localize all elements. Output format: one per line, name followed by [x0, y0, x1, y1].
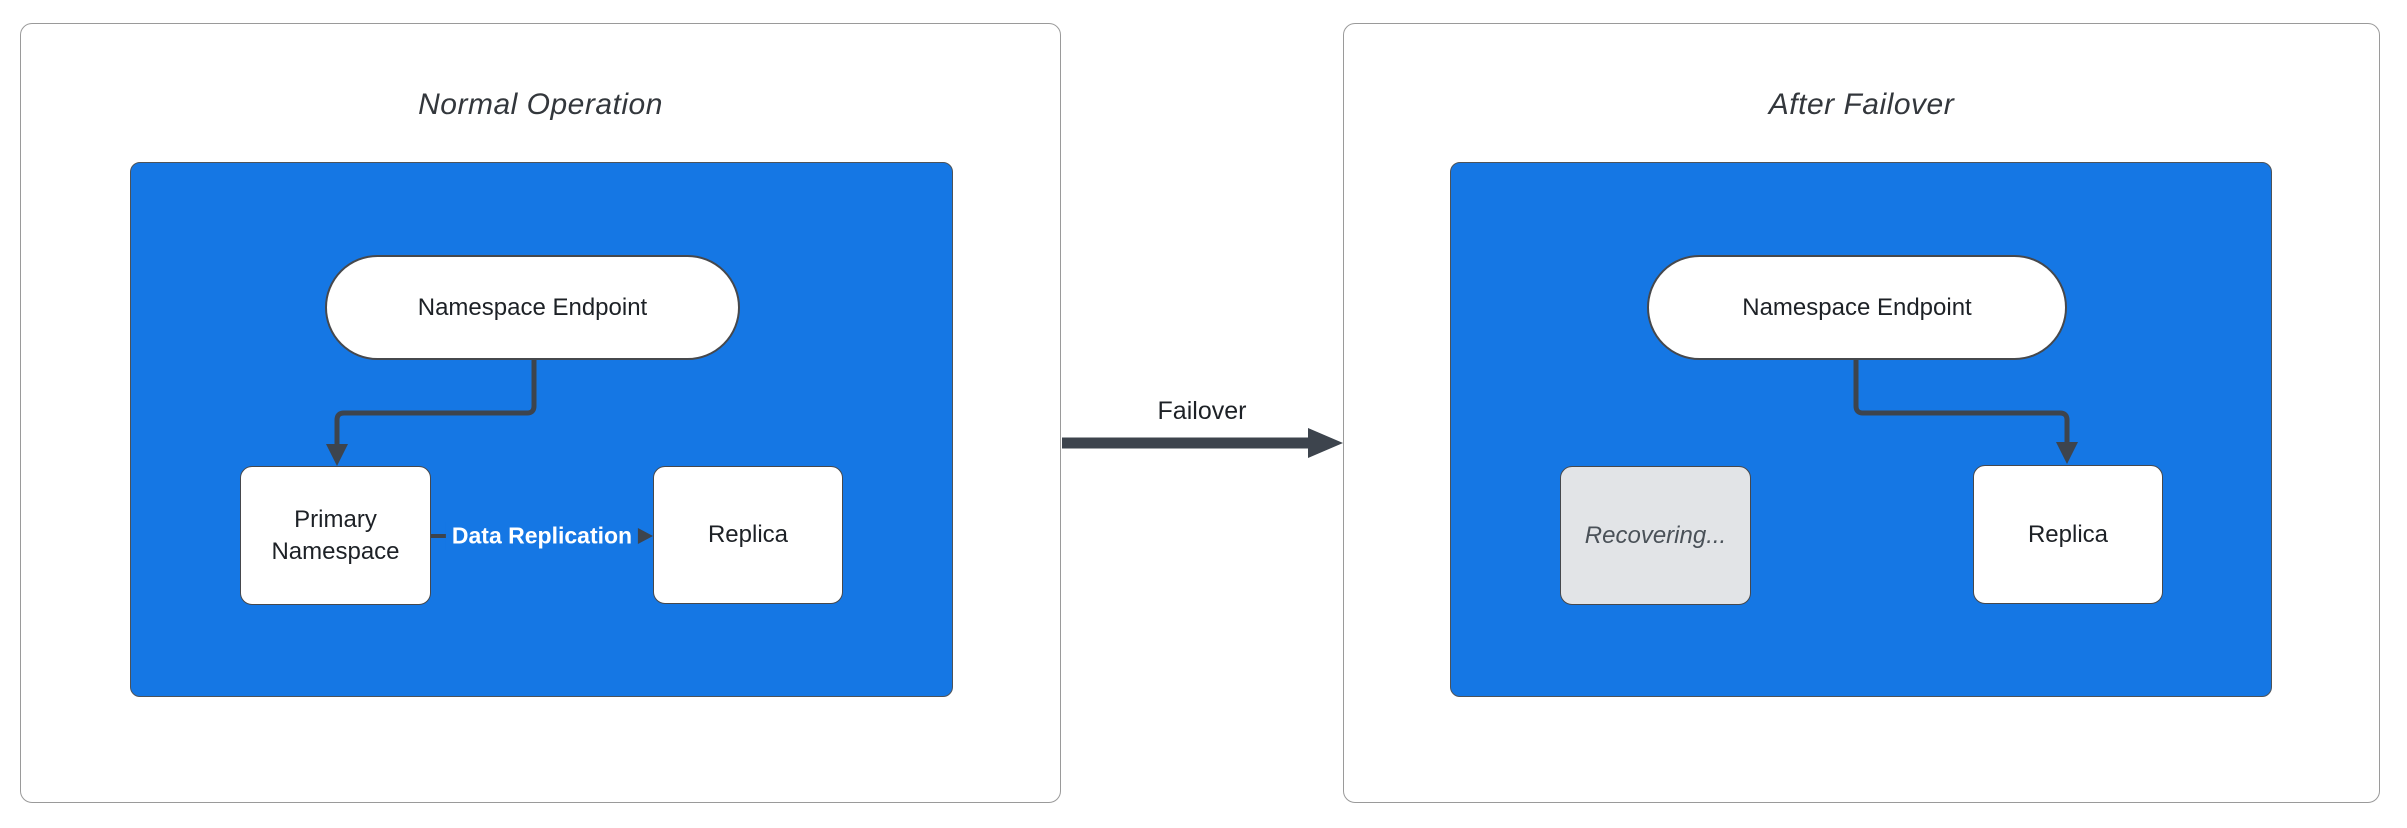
cluster-normal-operation: [130, 162, 953, 697]
node-namespace-endpoint-normal-label: Namespace Endpoint: [417, 293, 648, 321]
node-replica-failover: Replica: [1973, 465, 2163, 604]
node-namespace-endpoint-normal: Namespace Endpoint: [325, 255, 740, 360]
node-namespace-endpoint-failover: Namespace Endpoint: [1647, 255, 2067, 360]
node-replica-normal: Replica: [653, 466, 843, 604]
node-namespace-endpoint-failover-label: Namespace Endpoint: [1742, 293, 1972, 321]
node-recovering-label: Recovering...: [1584, 521, 1727, 549]
node-recovering: Recovering...: [1560, 466, 1751, 605]
arrow-failover: [1062, 428, 1343, 458]
node-replica-normal-label: Replica: [707, 521, 789, 549]
cluster-after-failover: [1450, 162, 2272, 697]
panel-title-normal-operation: Normal Operation: [418, 88, 663, 121]
transition-label-failover: Failover: [1157, 397, 1247, 425]
node-primary-namespace: Primary Namespace: [240, 466, 431, 605]
node-primary-namespace-label: Primary Namespace: [271, 506, 400, 565]
edge-label-data-replication: Data Replication: [445, 521, 639, 551]
panel-title-after-failover: After Failover: [1768, 88, 1955, 121]
node-replica-failover-label: Replica: [2027, 520, 2109, 548]
